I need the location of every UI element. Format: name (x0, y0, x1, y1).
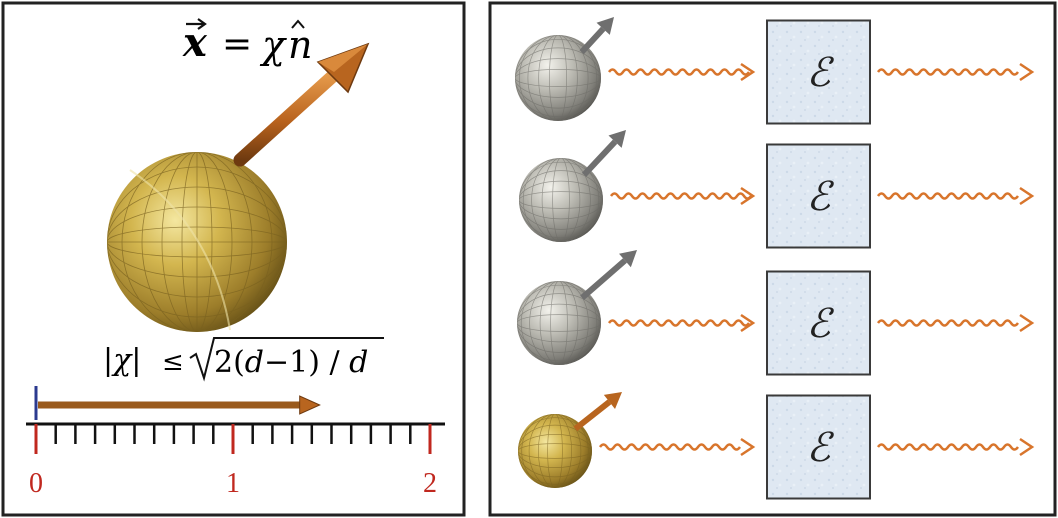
vector-x: x (182, 19, 208, 66)
sphere-grid (517, 281, 601, 365)
abs-chi: |χ| (103, 343, 141, 378)
channel-label: ℰ (806, 301, 834, 347)
spin-arrow-head (596, 17, 614, 35)
sqrt-sign (189, 337, 384, 382)
spin-arrow-head (608, 130, 626, 148)
input-wave (607, 319, 751, 327)
spin-vector-arrow (233, 42, 370, 167)
channel-row: ℰ (517, 250, 1035, 376)
gray-sphere (517, 281, 601, 365)
axis-tick-label: 1 (226, 468, 240, 499)
input-wave-arrowhead (740, 186, 756, 206)
output-wave-arrowhead (1019, 186, 1035, 206)
channel-box (766, 270, 871, 376)
radicand-d1: d (245, 345, 264, 380)
chi-symbol: χ (259, 23, 287, 67)
radicand-open: 2( (214, 345, 245, 380)
unit-n: n (288, 23, 312, 67)
number-axis: 0 1 2 (26, 386, 445, 499)
right-panel: ℰ ℰ ℰ ℰ (488, 1, 1057, 517)
leq-sign: ≤ (162, 347, 184, 377)
axis-tick-label: 2 (423, 468, 437, 499)
left-panel: x = χ n (1, 1, 466, 517)
gray-sphere (519, 158, 603, 242)
radicand-minus: − (264, 345, 289, 380)
radicand-d2: d (349, 345, 368, 380)
output-wave (876, 319, 1020, 327)
channel-row: ℰ (519, 130, 1035, 249)
gold-sphere (107, 152, 287, 332)
spin-arrow-shaft (579, 26, 606, 55)
output-wave (876, 192, 1020, 200)
input-wave-arrowhead (740, 437, 756, 457)
input-wave-arrowhead (740, 313, 756, 333)
axis-tick-label: 0 (29, 468, 43, 499)
output-wave-arrowhead (1019, 437, 1035, 457)
channel-row: ℰ (515, 17, 1035, 125)
spin-arrow-head (603, 392, 622, 409)
bound-formula: |χ| ≤ 2(d−1) / d (103, 337, 384, 382)
channel-row: ℰ (518, 392, 1035, 500)
sphere-grid (519, 158, 603, 242)
input-wave (598, 443, 742, 451)
spin-arrow-shaft (573, 399, 612, 432)
radicand-one: 1 (289, 345, 308, 380)
sphere-highlight-line (129, 169, 231, 331)
input-wave-arrowhead (740, 62, 756, 82)
length-arrow-head (299, 395, 321, 415)
spin-arrow-shaft (580, 258, 627, 301)
output-wave-arrowhead (1019, 313, 1035, 333)
output-wave (876, 68, 1020, 76)
svg-text:2(d−1) / d: 2(d−1) / d (214, 345, 368, 380)
channel-box (766, 394, 871, 500)
channel-label: ℰ (806, 174, 834, 220)
channel-box (766, 19, 871, 125)
channel-box (766, 143, 871, 249)
channel-label: ℰ (806, 50, 834, 96)
vector-arrow-accent (186, 18, 207, 30)
output-wave (876, 443, 1020, 451)
gold-sphere (518, 414, 592, 488)
vector-equation: x = χ n (182, 18, 312, 67)
hat-accent (291, 19, 305, 29)
spin-arrow-shaft (581, 139, 618, 177)
equals-sign: = (222, 24, 252, 65)
output-wave-arrowhead (1019, 62, 1035, 82)
sphere-grid (518, 414, 592, 488)
gray-sphere (515, 35, 601, 121)
input-wave (609, 192, 753, 200)
sphere-grid (515, 35, 601, 121)
channel-label: ℰ (806, 425, 834, 471)
input-wave (607, 68, 751, 76)
radicand-close: ) / (308, 345, 349, 380)
spin-arrow-head (619, 250, 637, 268)
